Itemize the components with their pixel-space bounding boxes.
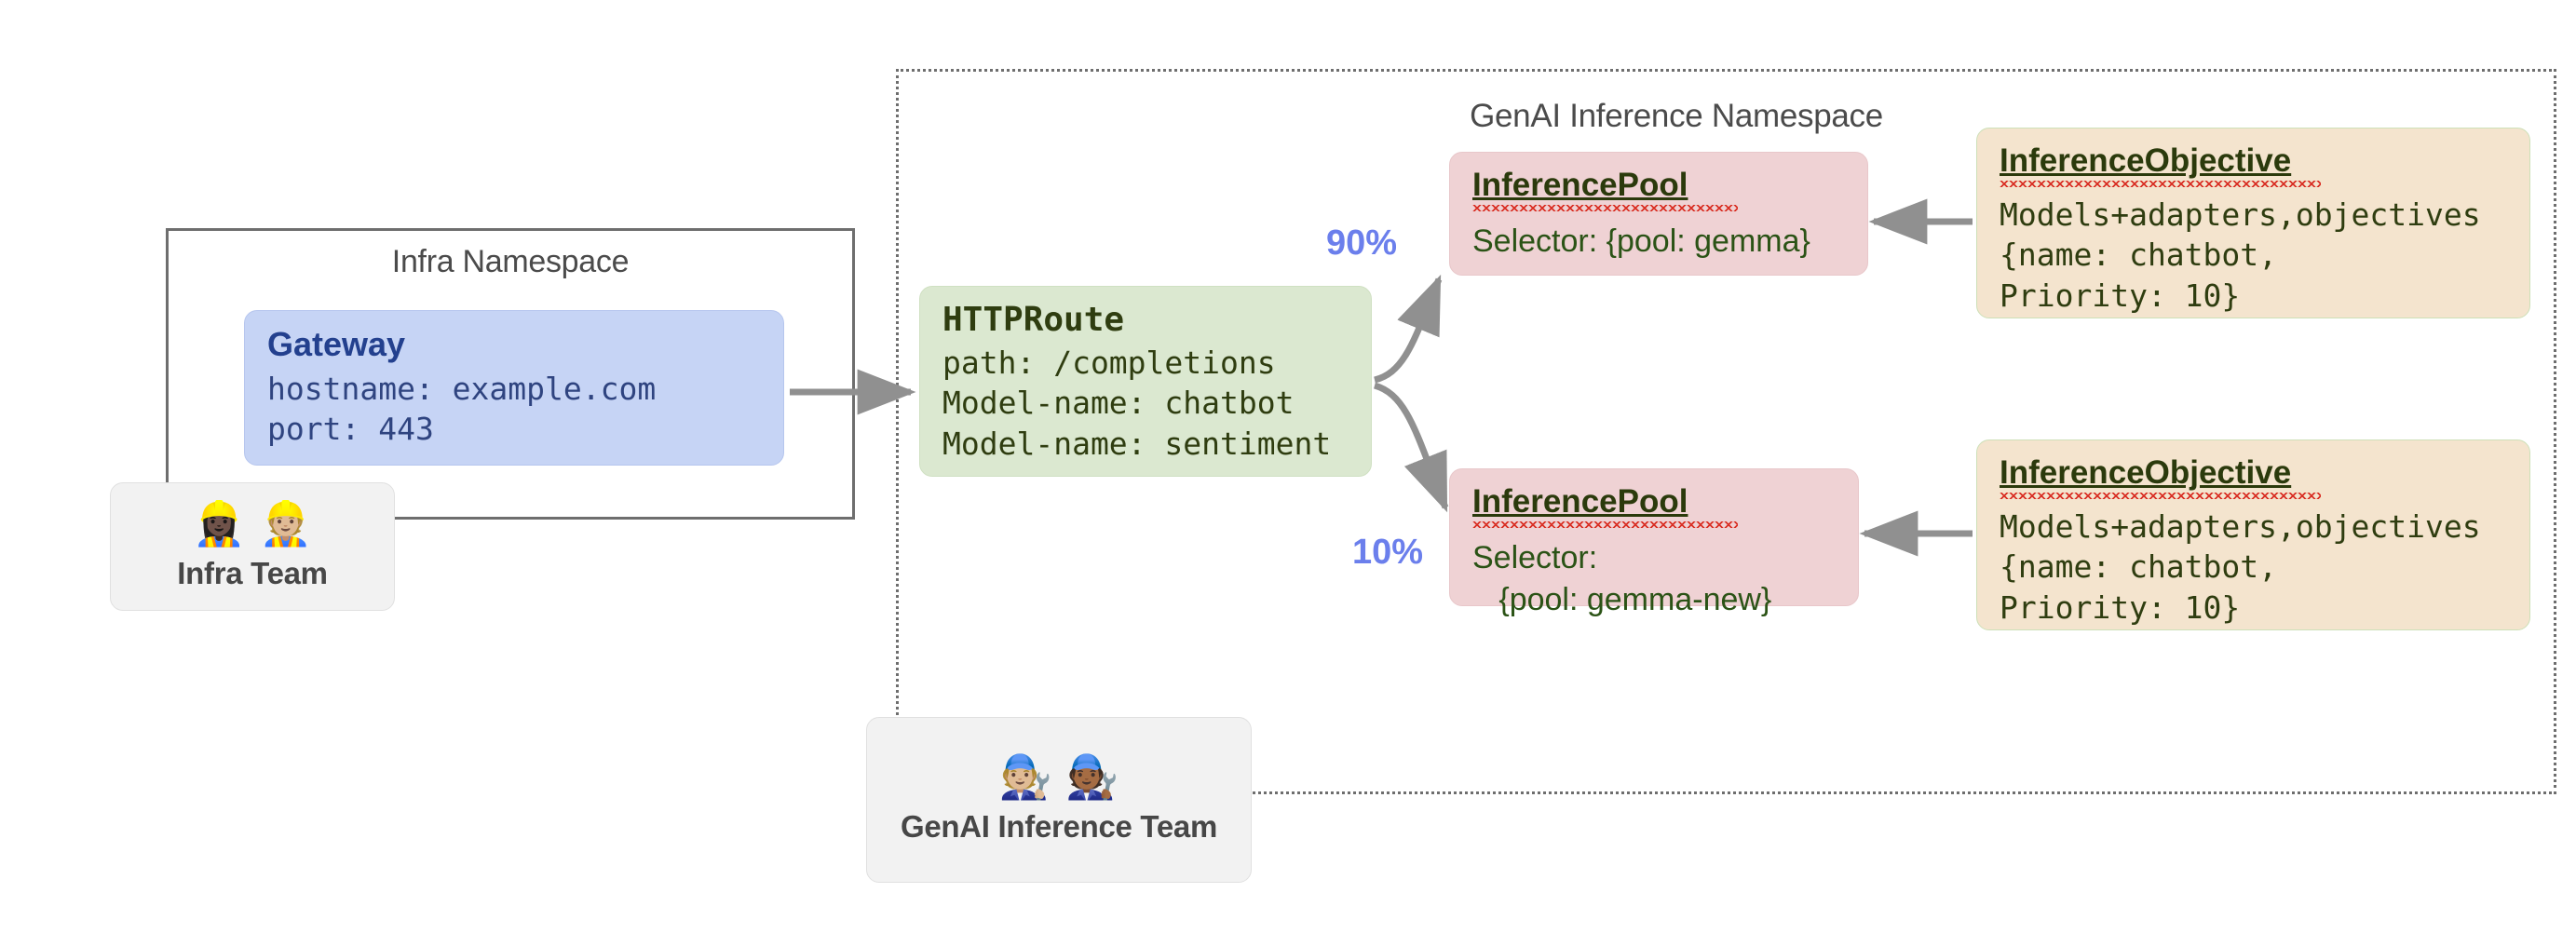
genai-inference-namespace-container xyxy=(896,69,2556,794)
genai-inference-team-label: GenAI Inference Team xyxy=(900,809,1217,844)
httproute-card[interactable]: HTTPRoute path: /completions Model-name:… xyxy=(919,286,1372,477)
spellcheck-squiggle-icon xyxy=(1472,521,1738,528)
inferenceobjective-top-title: InferenceObjective xyxy=(2000,142,2292,179)
gateway-card[interactable]: Gateway hostname: example.com port: 443 xyxy=(244,310,784,466)
inferenceobjective-bottom-title: InferenceObjective xyxy=(2000,454,2292,491)
inferenceobjective-top-card[interactable]: InferenceObjective Models+adapters,objec… xyxy=(1976,128,2530,318)
infra-team-avatars: 👷🏿‍♀️👷🏼 xyxy=(192,499,326,548)
inferenceobjective-bottom-details: Models+adapters,objectives {name: chatbo… xyxy=(2000,507,2481,626)
infra-namespace-container xyxy=(166,228,855,520)
inferencepool-gemma-card[interactable]: InferencePool Selector: {pool: gemma} xyxy=(1449,152,1868,276)
genai-inference-team-card[interactable]: 🧑🏼‍🔧🧑🏾‍🔧 GenAI Inference Team xyxy=(866,717,1252,883)
inferencepool-gemma-title: InferencePool xyxy=(1472,167,1688,203)
traffic-split-10-label: 10% xyxy=(1352,533,1424,572)
gateway-title: Gateway xyxy=(267,325,406,363)
httproute-details: path: /completions Model-name: chatbot M… xyxy=(942,344,1332,462)
traffic-split-90-label: 90% xyxy=(1326,223,1398,263)
spellcheck-squiggle-icon xyxy=(2000,180,2321,187)
spellcheck-squiggle-icon xyxy=(2000,492,2321,499)
genai-inference-team-avatars: 🧑🏼‍🔧🧑🏾‍🔧 xyxy=(998,752,1132,801)
genai-inference-namespace-label: GenAI Inference Namespace xyxy=(1470,98,1883,134)
spellcheck-squiggle-icon xyxy=(1472,204,1738,211)
inferencepool-gemma-new-selector: Selector: {pool: gemma-new} xyxy=(1472,539,1772,617)
inferencepool-gemma-new-title: InferencePool xyxy=(1472,483,1688,520)
infra-namespace-label: Infra Namespace xyxy=(391,244,630,279)
inferencepool-gemma-selector: Selector: {pool: gemma} xyxy=(1472,223,1810,259)
inferencepool-gemma-new-card[interactable]: InferencePool Selector: {pool: gemma-new… xyxy=(1449,468,1859,617)
infra-team-card[interactable]: 👷🏿‍♀️👷🏼 Infra Team xyxy=(110,482,395,611)
inferenceobjective-bottom-card[interactable]: InferenceObjective Models+adapters,objec… xyxy=(1976,439,2530,630)
infra-team-label: Infra Team xyxy=(177,556,328,590)
gateway-details: hostname: example.com port: 443 xyxy=(267,370,657,448)
inferenceobjective-top-details: Models+adapters,objectives {name: chatbo… xyxy=(2000,196,2481,314)
httproute-title: HTTPRoute xyxy=(942,301,1125,339)
